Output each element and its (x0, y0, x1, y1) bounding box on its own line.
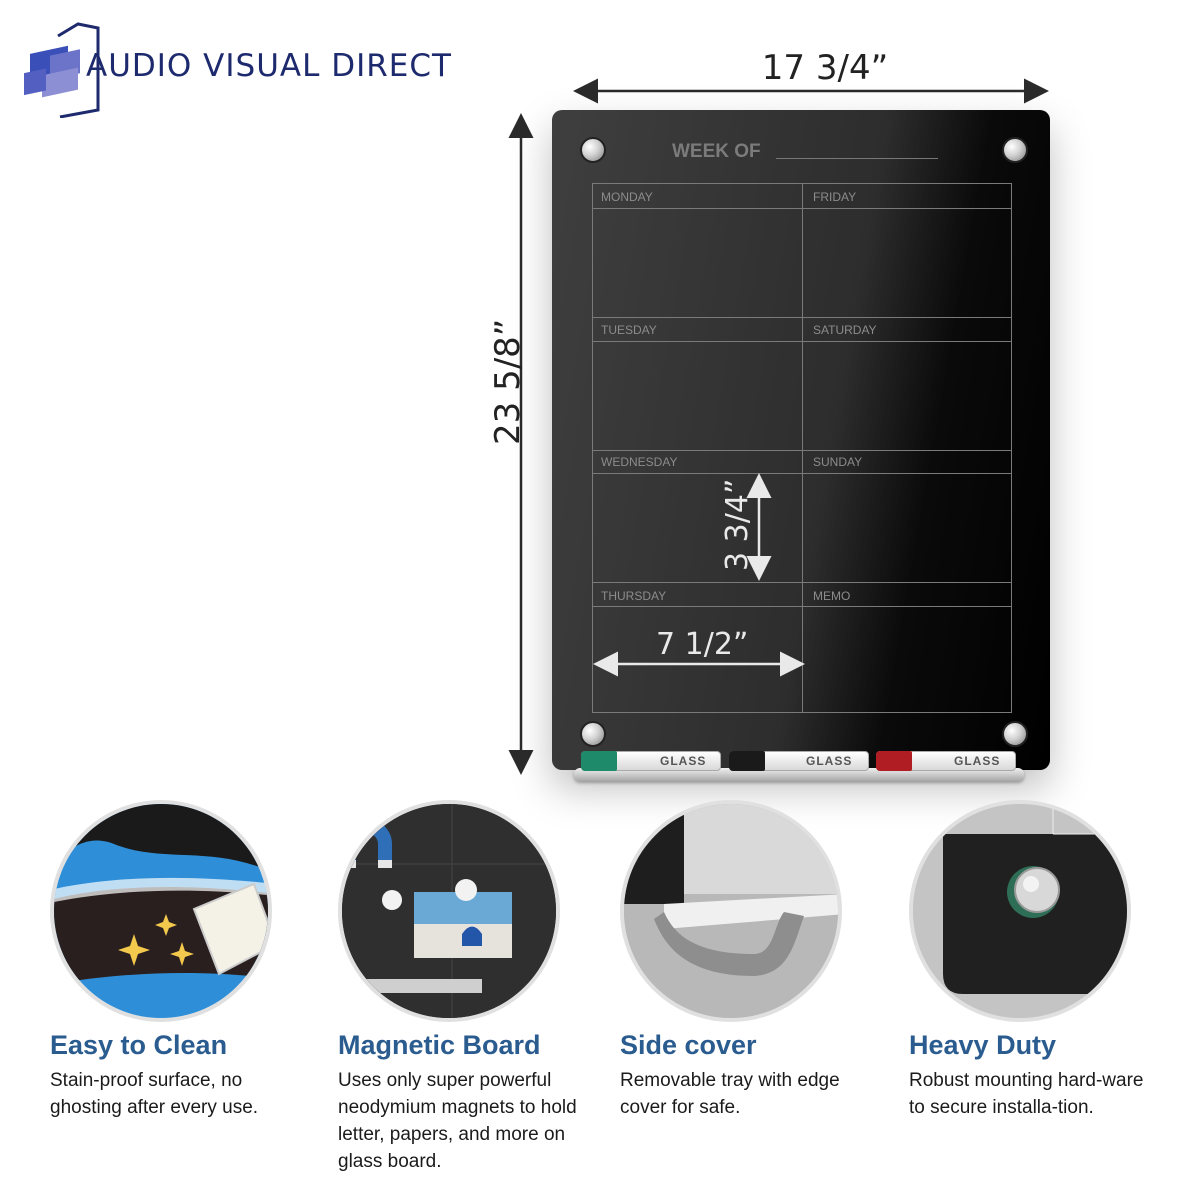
day-label-monday: MONDAY (601, 190, 653, 204)
grid-row-line (592, 450, 1012, 451)
feature-desc-easy-clean: Stain-proof surface, no ghosting after e… (50, 1070, 259, 1118)
day-label-thursday: THURSDAY (601, 589, 667, 603)
feature-title-heavy-duty: Heavy Duty (909, 1030, 1057, 1060)
standoff-top-left (580, 137, 606, 163)
brand-logo (20, 22, 480, 118)
magnet-icon (342, 804, 556, 1018)
marker-brand-label: GLASS (660, 754, 707, 768)
feature-desc-magnetic: Uses only super powerful neodymium magne… (338, 1070, 577, 1172)
day-label-sunday: SUNDAY (813, 455, 863, 469)
feature-desc-heavy-duty: Robust mounting hard-ware to secure inst… (909, 1070, 1144, 1118)
cell-width-label: 7 1/2” (656, 627, 749, 662)
standoff-bottom-right (1002, 721, 1028, 747)
day-label-saturday: SATURDAY (813, 323, 877, 337)
week-of-line (776, 158, 938, 159)
day-label-wednesday: WEDNESDAY (601, 455, 678, 469)
marker-cap-red (876, 751, 912, 771)
grid-row-line (592, 582, 1012, 583)
day-label-friday: FRIDAY (813, 190, 857, 204)
feature-image-magnetic (338, 800, 560, 1022)
mounting-standoff-icon (913, 804, 1127, 1018)
marker-brand-label: GLASS (954, 754, 1001, 768)
feature-title-easy-clean: Easy to Clean (50, 1030, 228, 1060)
day-label-tuesday: TUESDAY (601, 323, 657, 337)
cell-height-label: 3 3/4” (720, 478, 755, 571)
grid-header-line (592, 606, 1012, 607)
width-dimension-label: 17 3/4” (761, 48, 889, 88)
grid-header-line (592, 208, 1012, 209)
grid-row-line (592, 317, 1012, 318)
tray-edge-icon (624, 804, 838, 1018)
feature-desc-side-cover: Removable tray with edge cover for safe. (620, 1070, 840, 1118)
feature-title-magnetic: Magnetic Board (338, 1030, 541, 1060)
brand-name: AUDIO VISUAL DIRECT (86, 48, 452, 84)
marker-tray (574, 768, 1024, 781)
feature-image-easy-clean (50, 800, 272, 1022)
grid-header-line (592, 341, 1012, 342)
logo-cube-icon (24, 22, 100, 118)
marker-brand-label: GLASS (806, 754, 853, 768)
feature-image-heavy-duty (909, 800, 1131, 1022)
day-label-memo: MEMO (813, 589, 851, 603)
eraser-sparkle-icon (54, 804, 268, 984)
grid-divider-vertical (802, 183, 803, 713)
feature-image-side-cover (620, 800, 842, 1022)
marker-cap-green (581, 751, 617, 771)
feature-title-side-cover: Side cover (620, 1030, 757, 1060)
standoff-bottom-left (580, 721, 606, 747)
marker-cap-black (729, 751, 765, 771)
week-of-label: WEEK OF (672, 141, 761, 162)
cell-dimension-arrows (593, 473, 805, 677)
standoff-top-right (1002, 137, 1028, 163)
dimension-arrows (508, 78, 1049, 775)
grid-header-line (592, 473, 1012, 474)
